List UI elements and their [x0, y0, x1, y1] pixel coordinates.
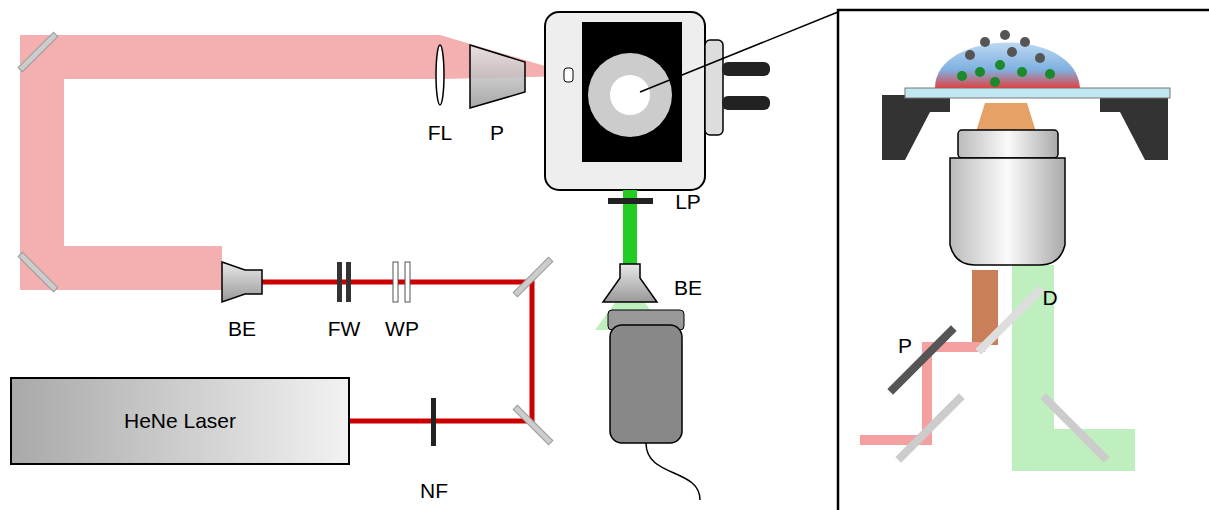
droplet: [935, 43, 1080, 88]
camera-cable: [646, 443, 700, 500]
part-label: BE: [674, 277, 702, 298]
inset-frame: [838, 10, 1209, 510]
filter-wheel: [337, 262, 342, 302]
objective: [950, 158, 1065, 265]
eyepiece: [722, 62, 770, 76]
objective: [958, 130, 1058, 158]
waveplate: [405, 262, 410, 302]
part-label: D: [1042, 287, 1057, 308]
part-label: FL: [428, 122, 453, 143]
laser-box: HeNe Laser: [10, 377, 350, 465]
stage-holder: [1100, 95, 1168, 160]
expanded-beam: [42, 57, 440, 268]
eyepiece: [722, 96, 770, 110]
part-label: FW: [328, 318, 361, 339]
coverslip: [905, 88, 1170, 98]
zoom-line: [640, 12, 838, 92]
part-label: WP: [385, 318, 419, 339]
beam-expander: [222, 262, 262, 302]
focusing-lens: [436, 45, 444, 105]
waveplate: [393, 262, 398, 302]
stage-holder: [882, 95, 950, 160]
mirror: [895, 393, 964, 462]
microscope-window: [582, 22, 682, 162]
stage-ring: [588, 53, 672, 137]
dichroic-mirror: [975, 285, 1044, 354]
part-label: P: [898, 335, 912, 356]
stage-hole: [610, 75, 650, 115]
mirror: [887, 325, 956, 394]
mirror: [1040, 393, 1109, 462]
emission-beam: [1033, 265, 1135, 450]
periscope: [470, 45, 525, 108]
part-label: P: [490, 122, 504, 143]
microscope: [545, 12, 705, 190]
long-pass-filter: [608, 198, 653, 204]
notch-filter: [431, 398, 436, 446]
part-label: LP: [675, 191, 701, 212]
part-label: BE: [228, 318, 256, 339]
camera: [610, 325, 682, 443]
eyepiece-mount: [705, 40, 723, 135]
particles: [957, 30, 1055, 87]
part-label: NF: [420, 480, 448, 501]
filter-wheel: [346, 262, 351, 302]
beam-expander: [603, 264, 657, 302]
input-port: [564, 68, 573, 82]
node-text: HeNe Laser: [124, 409, 236, 433]
